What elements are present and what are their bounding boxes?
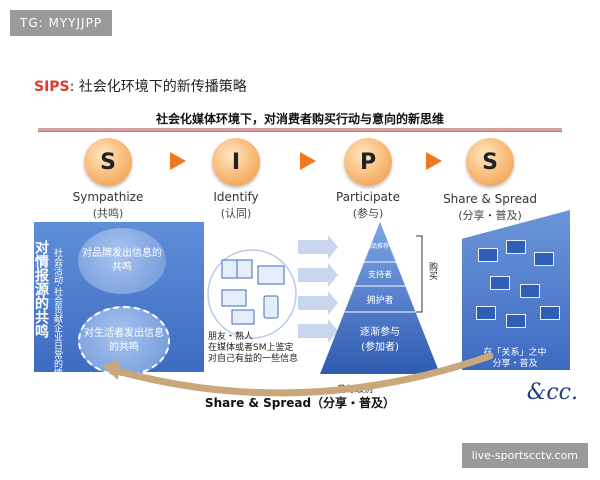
stage-circle-s2: S [466, 138, 514, 186]
bottom-caption: Share & Spread（分享・普及） [204, 396, 396, 410]
flow-arrow-icon [298, 291, 338, 315]
bracket-line [416, 235, 423, 313]
stage-circle-p: P [344, 138, 392, 186]
heading-text: : 社会化环境下的新传播策略 [69, 79, 247, 95]
computer-icon [534, 252, 554, 266]
computer-icon [506, 314, 526, 328]
purchase-bracket [416, 235, 423, 313]
pyramid-level-4: 逐渐参与 [360, 325, 400, 338]
vertical-title: 对情报源的共鸣 [33, 240, 49, 338]
arrow-right-icon [426, 152, 442, 170]
blob-label: 对品牌发出信息的共鸣 [82, 248, 162, 273]
computer-icon [478, 248, 498, 262]
pyramid-level-5: (参加者) [361, 340, 399, 353]
stage-letter: I [231, 149, 241, 175]
pyramid-level-3: 拥护者 [366, 294, 393, 306]
computer-icon [540, 306, 560, 320]
stage-circle-i: I [212, 138, 260, 186]
computer-icon [520, 284, 540, 298]
laptop-icon [221, 289, 247, 307]
stage-name-participate: Participate [335, 190, 400, 204]
brand-resonance-blob: 对品牌发出信息的共鸣 [78, 228, 166, 294]
stage-sub-sympathize: (共鸣) [92, 207, 124, 220]
pyramid-level-1: 精品推荐者 [365, 242, 395, 250]
flow-arrow-icon [298, 319, 338, 343]
identify-caption: 朋友・熟人 在媒体或者SM上鉴定 对自己有益的一些信息 [208, 332, 298, 365]
share-panel [462, 210, 570, 370]
stage-name-share: Share & Spread [443, 192, 537, 206]
computer-icon [476, 306, 496, 320]
divider-rule [38, 128, 562, 132]
vertical-subtitle: 社会活动·社会贡献企业日常的情形·PR [52, 248, 62, 401]
stage-sub-share: (分享・普及) [458, 209, 522, 222]
flow-arrow-icon [298, 235, 338, 259]
share-caption: 在「关系」之中 分享・普及 [470, 348, 560, 370]
arrow-right-icon [170, 152, 186, 170]
stage-sub-participate: (参与) [352, 207, 384, 220]
page-heading: SIPS: 社会化环境下的新传播策略 [34, 76, 247, 96]
stage-letter: P [359, 149, 377, 175]
watermark-bottom: live-sportscctv.com [461, 443, 588, 468]
caption-line: 对自己有益的一些信息 [208, 354, 299, 364]
heading-accent: SIPS [34, 79, 70, 95]
participation-pyramid: 精品推荐者 支持者 拥护者 逐渐参与 (参加者) [320, 222, 440, 374]
stage-letter: S [100, 149, 116, 175]
computer-icon [506, 240, 526, 254]
stage-name-identify: Identify [213, 190, 259, 204]
stage-sub-identify: (认同) [220, 207, 252, 220]
stage-name-sympathize: Sympathize [72, 190, 144, 204]
diagram-subheading: 社会化媒体环境下，对消费者购买行动与意向的新思维 [155, 112, 444, 126]
caption-line: 在「关系」之中 [483, 348, 547, 358]
identify-illustration [207, 249, 297, 339]
arc-arrow-icon [102, 360, 120, 380]
caption-line: 分享・普及 [492, 359, 538, 369]
arc-path [110, 352, 494, 397]
purchase-label: 购买 [427, 262, 437, 280]
flow-arrow-icon [298, 263, 338, 287]
laptop-icon [231, 309, 255, 325]
blob-label: 对生活者发出信息的共鸣 [84, 328, 164, 353]
computer-icon [490, 276, 510, 290]
pyramid-level-2: 支持者 [368, 269, 392, 279]
brand-logo: &cc. [526, 380, 578, 405]
feedback-arc [102, 352, 494, 397]
watermark-top: TG: MYYJJPP [10, 10, 113, 36]
stage-circle-s1: S [84, 138, 132, 186]
arrow-right-icon [300, 152, 316, 170]
pyramid-shape [320, 222, 440, 374]
phone-icon [263, 295, 279, 319]
stage-letter: S [482, 149, 498, 175]
caption-line: 朋友・熟人 [208, 332, 254, 342]
caption-line: 在媒体或者SM上鉴定 [208, 343, 294, 353]
monitor-icon [257, 265, 285, 285]
